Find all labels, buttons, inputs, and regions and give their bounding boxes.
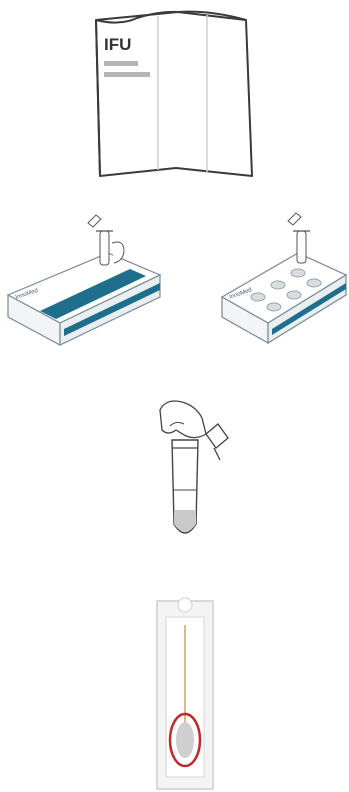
tube-cap-icon	[206, 424, 228, 448]
kit-box-right: InnoMed	[222, 213, 346, 343]
tube-left-cap	[88, 215, 101, 227]
leaflet-text-line-2	[104, 72, 150, 77]
ifu-title: IFU	[104, 35, 131, 54]
tube-left	[100, 231, 109, 265]
cap-tip	[214, 448, 220, 460]
swab-package-icon	[0, 585, 349, 792]
well-1	[251, 293, 265, 301]
kit-boxes-illustration: InnoMed InnoMed	[0, 195, 349, 365]
extraction-tube-icon	[0, 390, 349, 550]
well-2	[271, 281, 285, 289]
hand-icon	[160, 401, 206, 438]
well-5	[287, 291, 301, 299]
ifu-leaflet-icon: IFU	[0, 0, 349, 185]
swab-tip	[176, 722, 194, 758]
kit-boxes-panel: InnoMed InnoMed	[0, 195, 349, 365]
leaflet-text-line-1	[104, 61, 138, 66]
well-6	[307, 279, 321, 287]
kit-box-left: InnoMed	[8, 215, 160, 345]
well-4	[267, 303, 281, 311]
tube-right-cap	[288, 213, 301, 225]
extraction-tube-panel	[0, 390, 349, 550]
package-notch	[178, 598, 192, 612]
ifu-leaflet-panel: IFU	[0, 0, 349, 185]
tube-right	[297, 231, 306, 263]
well-3	[291, 269, 305, 277]
swab-package-panel	[0, 585, 349, 792]
